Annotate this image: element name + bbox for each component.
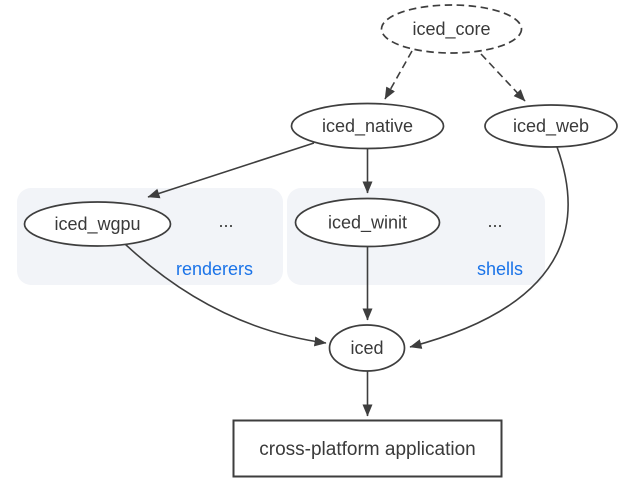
edge-iced-wgpu-to-iced bbox=[123, 242, 327, 347]
iced-web-ellipse bbox=[484, 104, 618, 148]
node-iced-winit: iced_winit bbox=[294, 197, 441, 248]
edge-iced-core-to-iced-native bbox=[384, 50, 413, 100]
node-iced-web: iced_web bbox=[484, 104, 618, 148]
iced-label: iced bbox=[350, 338, 383, 358]
node-iced: iced bbox=[328, 324, 406, 372]
iced-ellipse bbox=[328, 324, 406, 372]
node-app: cross-platform application bbox=[232, 419, 503, 478]
iced-web-label: iced_web bbox=[513, 116, 589, 137]
shells-ellipsis: ... bbox=[487, 211, 502, 231]
iced-wgpu-label: iced_wgpu bbox=[54, 214, 140, 235]
node-iced-core: iced_core bbox=[380, 4, 523, 54]
shells-label: shells bbox=[477, 259, 523, 279]
renderers-label: renderers bbox=[176, 259, 253, 279]
edge-iced-native-to-iced-wgpu bbox=[147, 142, 315, 199]
edge-iced-core-to-iced-web bbox=[480, 53, 526, 102]
iced-wgpu-ellipse bbox=[23, 201, 172, 247]
node-iced-wgpu: iced_wgpu bbox=[23, 201, 172, 247]
iced-core-ellipse bbox=[380, 4, 523, 54]
iced-core-label: iced_core bbox=[412, 19, 490, 40]
node-iced-native: iced_native bbox=[290, 102, 445, 150]
iced-winit-label: iced_winit bbox=[328, 213, 407, 234]
app-box bbox=[232, 419, 503, 478]
app-label: cross-platform application bbox=[259, 439, 475, 460]
iced-winit-ellipse bbox=[294, 197, 441, 248]
iced-native-ellipse bbox=[290, 102, 445, 150]
renderers-ellipsis: ... bbox=[218, 211, 233, 231]
edge-iced-web-to-iced bbox=[409, 146, 569, 349]
iced-native-label: iced_native bbox=[322, 116, 413, 137]
